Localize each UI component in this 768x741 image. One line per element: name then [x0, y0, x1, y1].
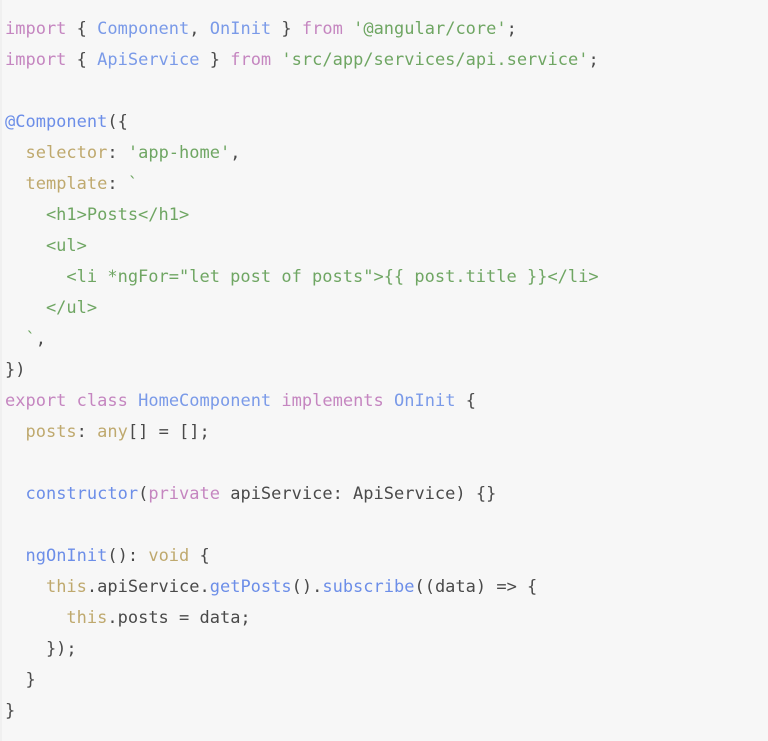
code-token-punct [5, 143, 25, 163]
code-token-keyword: export [5, 391, 67, 411]
code-token-punct: , [189, 19, 210, 39]
code-token-func: subscribe [322, 577, 415, 597]
left-gutter-strip [0, 0, 2, 741]
code-line: } [0, 665, 768, 696]
code-line: this.apiService.getPosts().subscribe((da… [0, 572, 768, 603]
code-token-prop: this [45, 577, 87, 597]
code-token-punct: , [35, 329, 46, 349]
code-token-prop: selector [25, 143, 108, 163]
code-token-keyword: import [5, 19, 67, 39]
code-token-string: </ul> [5, 298, 98, 318]
code-line: selector: 'app-home', [0, 138, 768, 169]
code-token-string: '@angular/core' [353, 19, 507, 39]
code-token-keyword: import [5, 50, 67, 70]
code-line [0, 448, 768, 479]
code-line: template: ` [0, 169, 768, 200]
code-line: <li *ngFor="let post of posts">{{ post.t… [0, 262, 768, 293]
code-token-punct: .posts = data; [107, 608, 251, 628]
code-token-prop: any [97, 422, 128, 442]
code-token-punct: }); [5, 639, 77, 659]
code-token-punct [5, 577, 46, 597]
code-token-punct [5, 546, 25, 566]
code-token-punct: : [107, 174, 128, 194]
code-token-punct: { [66, 19, 98, 39]
code-token-type: HomeComponent [138, 391, 272, 411]
code-token-punct [128, 391, 138, 411]
code-token-func: @Component [5, 112, 108, 132]
code-token-punct [5, 484, 25, 504]
code-token-punct [66, 391, 76, 411]
code-line [0, 510, 768, 541]
code-token-type: OnInit [394, 391, 456, 411]
code-token-string: ` [5, 329, 36, 349]
code-token-punct: , [230, 143, 241, 163]
code-token-punct: ( [138, 484, 149, 504]
code-token-punct: } [5, 701, 16, 721]
code-token-punct [384, 391, 394, 411]
code-token-punct: } [271, 19, 302, 39]
code-line: } [0, 696, 768, 727]
code-token-punct: (): [107, 546, 149, 566]
code-token-punct: { [455, 391, 476, 411]
code-token-punct: : [107, 143, 128, 163]
code-line: <ul> [0, 231, 768, 262]
code-token-string: <ul> [5, 236, 87, 256]
code-token-punct [271, 50, 281, 70]
code-line: export class HomeComponent implements On… [0, 386, 768, 417]
code-line: posts: any[] = []; [0, 417, 768, 448]
code-token-prop: template [25, 174, 108, 194]
code-token-func: getPosts [209, 577, 292, 597]
code-line [0, 76, 768, 107]
code-token-keyword: from [301, 19, 343, 39]
code-token-string: <li *ngFor="let post of posts">{{ post.t… [5, 267, 599, 287]
code-token-keyword: private [148, 484, 220, 504]
code-token-punct: ; [506, 19, 517, 39]
code-token-prop: void [148, 546, 190, 566]
code-line: `, [0, 324, 768, 355]
code-lines-container: import { Component, OnInit } from '@angu… [0, 14, 768, 727]
code-line: this.posts = data; [0, 603, 768, 634]
code-token-punct: ; [588, 50, 599, 70]
code-token-func: constructor [25, 484, 139, 504]
code-token-punct: : [76, 422, 98, 442]
code-line: </ul> [0, 293, 768, 324]
code-token-punct: } [5, 670, 36, 690]
code-token-type: ApiService [97, 50, 200, 70]
code-token-punct: ((data) => { [414, 577, 538, 597]
code-token-punct [5, 608, 66, 628]
code-token-punct: [] = []; [127, 422, 210, 442]
code-token-keyword: implements [281, 391, 384, 411]
code-token-punct: }) [5, 360, 26, 380]
code-token-punct: ({ [107, 112, 128, 132]
code-token-punct: (). [291, 577, 323, 597]
code-line: ngOnInit(): void { [0, 541, 768, 572]
code-line: @Component({ [0, 107, 768, 138]
code-line: import { Component, OnInit } from '@angu… [0, 14, 768, 45]
code-token-punct: } [199, 50, 231, 70]
code-token-string: 'src/app/services/api.service' [281, 50, 589, 70]
code-line: }); [0, 634, 768, 665]
code-token-keyword: class [76, 391, 128, 411]
code-token-punct: .apiService. [86, 577, 210, 597]
code-line: constructor(private apiService: ApiServi… [0, 479, 768, 510]
code-token-punct: apiService: ApiService) {} [219, 484, 497, 504]
code-token-punct: { [66, 50, 98, 70]
code-token-punct [271, 391, 281, 411]
code-line: import { ApiService } from 'src/app/serv… [0, 45, 768, 76]
code-token-punct: { [189, 546, 210, 566]
code-token-punct [5, 174, 25, 194]
code-token-type: Component [97, 19, 190, 39]
code-token-func: ngOnInit [25, 546, 108, 566]
code-token-string: ` [127, 174, 139, 194]
code-token-type: OnInit [209, 19, 272, 39]
code-token-prop: this [66, 608, 108, 628]
code-token-keyword: from [230, 50, 272, 70]
code-token-string: <h1>Posts</h1> [5, 205, 190, 225]
code-line: }) [0, 355, 768, 386]
code-token-string: 'app-home' [127, 143, 231, 163]
code-token-punct [5, 422, 25, 442]
code-token-prop: posts [25, 422, 77, 442]
code-token-punct [343, 19, 353, 39]
code-line: <h1>Posts</h1> [0, 200, 768, 231]
